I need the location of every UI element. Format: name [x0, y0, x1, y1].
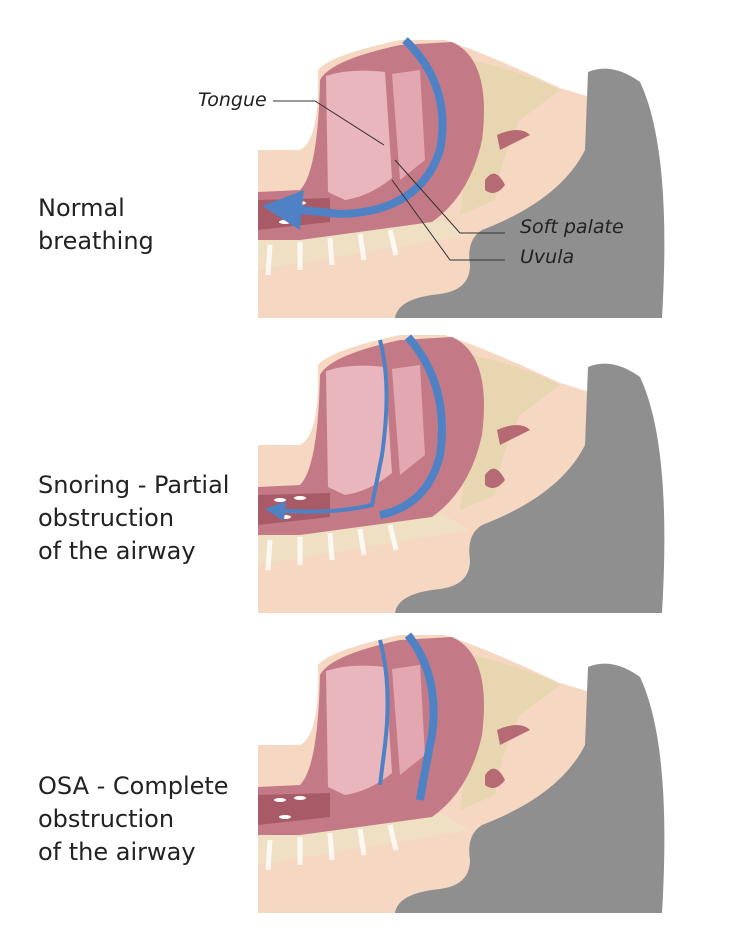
soft-palate-label: Soft palate: [520, 216, 624, 238]
airflow-arrow: [404, 632, 438, 801]
caption-line: obstruction: [38, 504, 175, 532]
tongue-label: Tongue: [198, 89, 267, 111]
caption-line: of the airway: [38, 838, 196, 866]
caption-snoring: Snoring - Partial obstruction of the air…: [38, 469, 229, 568]
caption-line: OSA - Complete: [38, 772, 229, 800]
caption-line: of the airway: [38, 537, 196, 565]
uvula-label: Uvula: [520, 246, 575, 268]
airflow-arrow: [265, 339, 389, 521]
panel-osa: [258, 635, 664, 913]
panel-snoring: [258, 335, 664, 613]
caption-line: breathing: [38, 227, 154, 255]
caption-line: obstruction: [38, 805, 175, 833]
caption-normal: Normal breathing: [38, 192, 154, 258]
airflow-arrow: [262, 37, 447, 230]
panel-normal: [258, 37, 664, 318]
caption-osa: OSA - Complete obstruction of the airway: [38, 770, 229, 869]
airflow-arrow: [378, 639, 390, 786]
caption-line: Snoring - Partial: [38, 471, 230, 499]
airflow-arrow: [379, 334, 446, 519]
caption-line: Normal: [38, 194, 125, 222]
